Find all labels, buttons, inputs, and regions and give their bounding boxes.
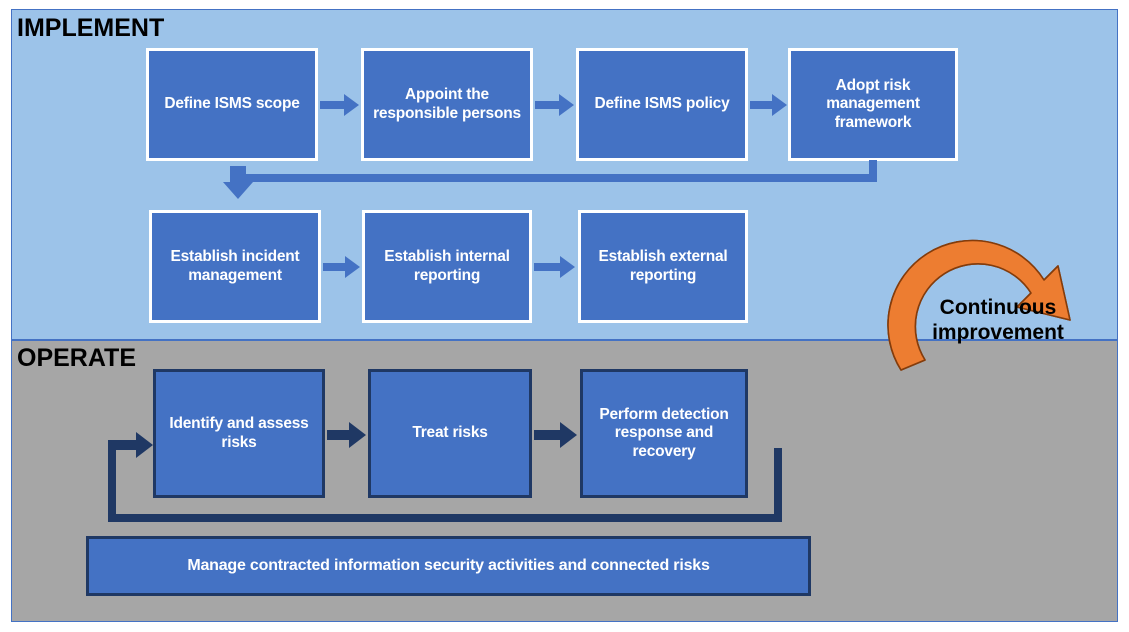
process-box-treat-risks[interactable]: Treat risks — [368, 369, 532, 498]
arrow-right-icon — [323, 254, 361, 280]
process-box-label: Define ISMS scope — [164, 95, 300, 113]
arrow-right-icon — [534, 254, 576, 280]
process-box-label: Establish internal reporting — [384, 248, 510, 284]
process-box-label: Treat risks — [412, 424, 488, 442]
process-box-label: Adopt risk management framework — [826, 77, 920, 131]
process-box-appoint-responsible-persons[interactable]: Appoint the responsible persons — [361, 48, 533, 161]
process-box-establish-incident-management[interactable]: Establish incident management — [149, 210, 321, 323]
operate-section-title: OPERATE — [17, 344, 136, 372]
process-box-perform-detection-response-recovery[interactable]: Perform detection response and recovery — [580, 369, 748, 498]
process-box-establish-external-reporting[interactable]: Establish external reporting — [578, 210, 748, 323]
arrow-right-icon — [327, 421, 367, 449]
arrow-right-icon — [320, 92, 360, 118]
continuous-improvement-cycle-icon — [868, 222, 1096, 430]
process-box-label: Establish incident management — [170, 248, 300, 284]
process-bar-manage-contracted-activities[interactable]: Manage contracted information security a… — [86, 536, 811, 596]
process-box-define-isms-scope[interactable]: Define ISMS scope — [146, 48, 318, 161]
process-bar-label: Manage contracted information security a… — [187, 556, 710, 574]
process-box-adopt-risk-management-framework[interactable]: Adopt risk management framework — [788, 48, 958, 161]
process-box-label: Establish external reporting — [598, 248, 728, 284]
process-box-establish-internal-reporting[interactable]: Establish internal reporting — [362, 210, 532, 323]
process-box-define-isms-policy[interactable]: Define ISMS policy — [576, 48, 748, 161]
wrap-connector-arrow-icon — [223, 160, 881, 210]
process-box-label: Define ISMS policy — [594, 95, 730, 113]
implement-section-title: IMPLEMENT — [17, 14, 165, 42]
arrow-right-icon — [750, 92, 788, 118]
arrow-right-icon — [535, 92, 575, 118]
process-box-label: Appoint the responsible persons — [373, 86, 521, 122]
process-box-label: Identify and assess risks — [169, 415, 309, 451]
process-box-label: Perform detection response and recovery — [599, 406, 729, 460]
feedback-loop-arrow-icon — [100, 430, 790, 530]
process-box-identify-and-assess-risks[interactable]: Identify and assess risks — [153, 369, 325, 498]
arrow-right-icon — [534, 421, 578, 449]
